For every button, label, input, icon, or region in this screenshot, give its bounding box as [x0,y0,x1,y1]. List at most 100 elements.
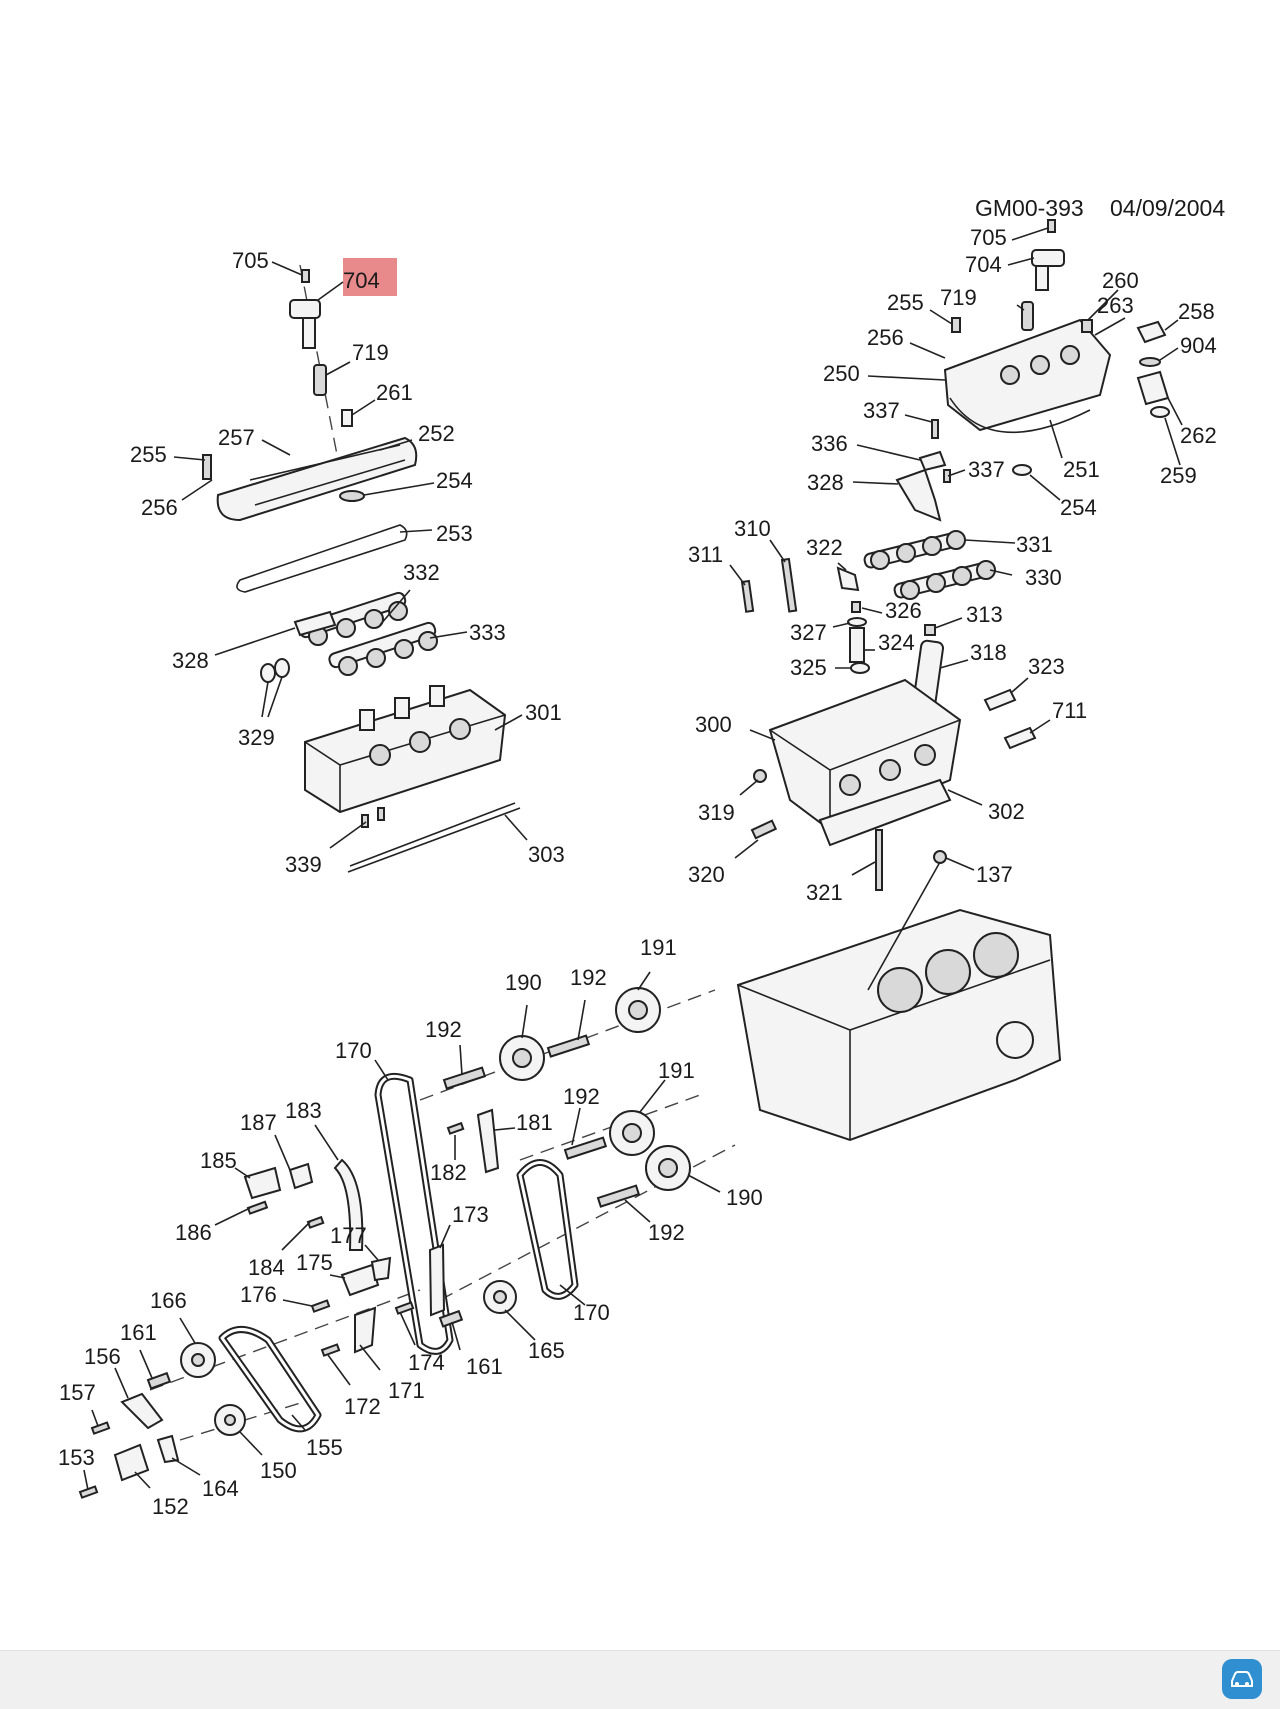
part-label-332: 332 [403,560,440,585]
part-label-254: 254 [436,468,473,493]
part-label-337: 337 [863,398,900,423]
cam-sprocket-190-lower [645,1145,691,1191]
part-label-719: 719 [940,285,977,310]
seal-904 [1139,357,1161,367]
part-label-175: 175 [296,1250,333,1275]
part-label-191: 191 [640,935,677,960]
part-label-190: 190 [726,1185,763,1210]
part-label-157: 157 [59,1380,96,1405]
part-label-719: 719 [352,340,389,365]
ignition-coil-704-right [1031,249,1065,267]
part-label-323: 323 [1028,654,1065,679]
cam-sprocket-190-upper [499,1035,545,1081]
part-label-161: 161 [120,1320,157,1345]
cam-sprocket-191-lower [609,1110,655,1156]
part-label-137: 137 [976,862,1013,887]
lock-326 [851,601,861,613]
part-label-310: 310 [734,516,771,541]
part-label-704: 704 [965,252,1002,277]
part-label-174: 174 [408,1350,445,1375]
tensioner-arm-171 [354,1306,377,1354]
spark-plug-719-left [313,364,327,396]
part-label-185: 185 [200,1148,237,1173]
bracket-336 [918,450,947,472]
tensioner-152 [113,1443,150,1482]
part-label-250: 250 [823,361,860,386]
o-ring-329b [274,658,290,678]
part-label-320: 320 [688,862,725,887]
part-label-170: 170 [573,1300,610,1325]
part-label-177: 177 [330,1223,367,1248]
exhaust-side-302 [818,778,952,847]
part-label-258: 258 [1178,299,1215,324]
retainer-327 [847,617,867,627]
part-label-255: 255 [887,290,924,315]
o-ring-259 [1150,406,1170,418]
bolt-176 [310,1299,331,1313]
bolt-184 [306,1215,325,1229]
exploded-parts-diagram: GM00-393 04/09/2004 [58,195,1225,1519]
part-label-330: 330 [1025,565,1062,590]
part-label-302: 302 [988,799,1025,824]
part-label-262: 262 [1180,423,1217,448]
part-label-324: 324 [878,630,915,655]
part-label-166: 166 [150,1288,187,1313]
part-label-256: 256 [141,495,178,520]
bolt-192d [596,1184,641,1208]
part-label-328: 328 [172,648,209,673]
part-label-252: 252 [418,421,455,446]
bolt-192a [442,1066,487,1090]
seal-254-right [1012,464,1032,476]
part-label-331: 331 [1016,532,1053,557]
part-label-183: 183 [285,1098,322,1123]
part-label-192: 192 [563,1084,600,1109]
diagram-date: 04/09/2004 [1110,195,1225,221]
part-label-176: 176 [240,1282,277,1307]
part-label-326: 326 [885,598,922,623]
part-label-337: 337 [968,457,1005,482]
valve-spring-324 [849,627,865,663]
part-label-339: 339 [285,852,322,877]
engine-parts-illustration: GM00-393 04/09/2004 [58,195,1225,1519]
part-label-711: 711 [1052,698,1087,723]
app-logo[interactable] [1222,1659,1262,1699]
valve-321 [875,829,883,891]
part-label-181: 181 [516,1110,553,1135]
highlight-704-marker [343,258,397,296]
chain-guide-183 [333,1158,364,1251]
part-label-318: 318 [970,640,1007,665]
part-label-165: 165 [528,1338,565,1363]
timing-labels: 191 190 192 192 170 187 183 192 181 191 … [58,935,763,1519]
cap-261 [341,409,353,427]
part-label-190: 190 [505,970,542,995]
head-gasket-303-left [347,807,521,873]
bolt-255-right [951,317,961,333]
part-label-322: 322 [806,535,843,560]
valve-cover-250-right [943,318,1112,432]
part-label-192: 192 [425,1017,462,1042]
bolt-705-left [301,269,310,283]
right-head-group [736,219,1170,1142]
timing-group [78,987,736,1499]
tensioner-arm-156 [120,1392,164,1430]
dowel-339b [377,807,385,821]
bolt-705-right [1047,219,1056,233]
shoe-177 [370,1256,392,1282]
bolt-255-left [202,454,212,480]
part-label-184: 184 [248,1255,285,1280]
crank-sprocket-150 [214,1404,246,1436]
bolt-192b [546,1034,591,1058]
bolt-161a [146,1371,172,1390]
bolt-172 [320,1343,341,1357]
part-label-300: 300 [695,712,732,737]
gasket-164 [156,1434,180,1464]
part-label-155: 155 [306,1435,343,1460]
plug-319 [753,769,767,783]
part-label-329: 329 [238,725,275,750]
part-label-187: 187 [240,1110,277,1135]
car-icon [1231,1671,1253,1687]
bolt-337a [931,419,939,439]
bolt-311 [740,579,755,613]
part-label-153: 153 [58,1445,95,1470]
bolt-320 [750,819,778,840]
